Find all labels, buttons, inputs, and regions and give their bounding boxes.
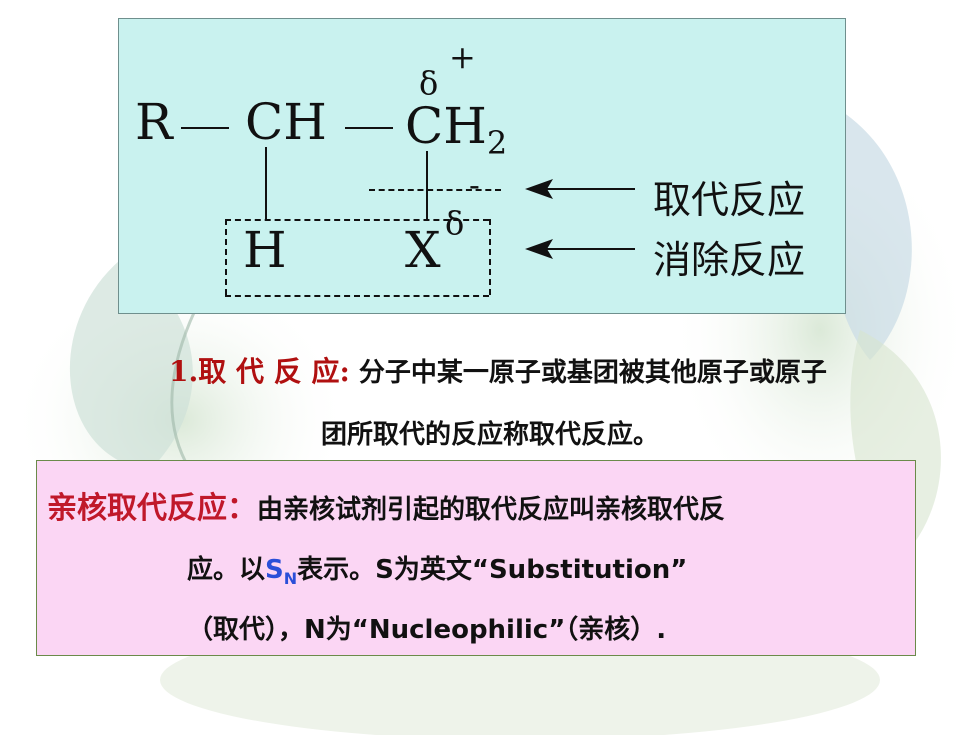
elimination-box-bottom	[225, 295, 489, 297]
atom-x: X	[405, 221, 441, 279]
bond-ch-h	[265, 147, 267, 219]
definition-text-1: 分子中某一原子或基团被其他原子或原子	[358, 358, 827, 388]
plus-sign: +	[449, 38, 476, 76]
nucleophilic-text-2a: 应。以	[187, 555, 266, 585]
atom-ch2: CH2	[405, 97, 508, 162]
nucleophilic-heading: 亲核取代反应：	[47, 491, 257, 526]
atom-h: H	[243, 221, 287, 279]
nucleophilic-panel: 亲核取代反应：由亲核试剂引起的取代反应叫亲核取代反 应。以SN表示。S为英文“S…	[36, 460, 916, 656]
elimination-box-left	[225, 219, 227, 295]
nucleophilic-text-2b: 表示。S为英文“Substitution”	[297, 555, 688, 585]
label-elimination: 消除反应	[653, 238, 806, 282]
definition-heading: 1.取 代 反 应:	[169, 355, 350, 388]
nucleophilic-line-1: 亲核取代反应：由亲核试剂引起的取代反应叫亲核取代反	[47, 483, 725, 527]
delta-minus: δ	[445, 204, 465, 242]
delta-plus: δ	[419, 64, 439, 102]
minus-sign: -	[469, 166, 480, 204]
elimination-box-top	[225, 219, 489, 221]
formula-panel: R CH CH2 δ + H X δ - 取代反应 消除反应	[118, 18, 846, 314]
bond-r-ch	[181, 127, 229, 129]
definition-line-1: 1.取 代 反 应: 分子中某一原子或基团被其他原子或原子	[48, 350, 948, 390]
nucleophilic-text-1: 由亲核试剂引起的取代反应叫亲核取代反	[257, 495, 726, 525]
substitution-cut-line	[369, 189, 501, 191]
nucleophilic-line-2: 应。以SN表示。S为英文“Substitution”	[187, 549, 687, 588]
label-substitution: 取代反应	[653, 178, 806, 222]
nucleophilic-line-3: （取代），N为“Nucleophilic”（亲核）.	[187, 615, 667, 645]
elimination-box-right	[489, 219, 491, 295]
bond-ch-ch2	[345, 127, 393, 129]
sn-symbol: SN	[265, 555, 298, 589]
atom-ch: CH	[245, 93, 327, 151]
arrow-icon	[525, 179, 635, 259]
definition-line-2: 团所取代的反应称取代反应。	[320, 420, 659, 450]
bond-c-x	[426, 151, 428, 219]
atom-r: R	[135, 93, 173, 151]
